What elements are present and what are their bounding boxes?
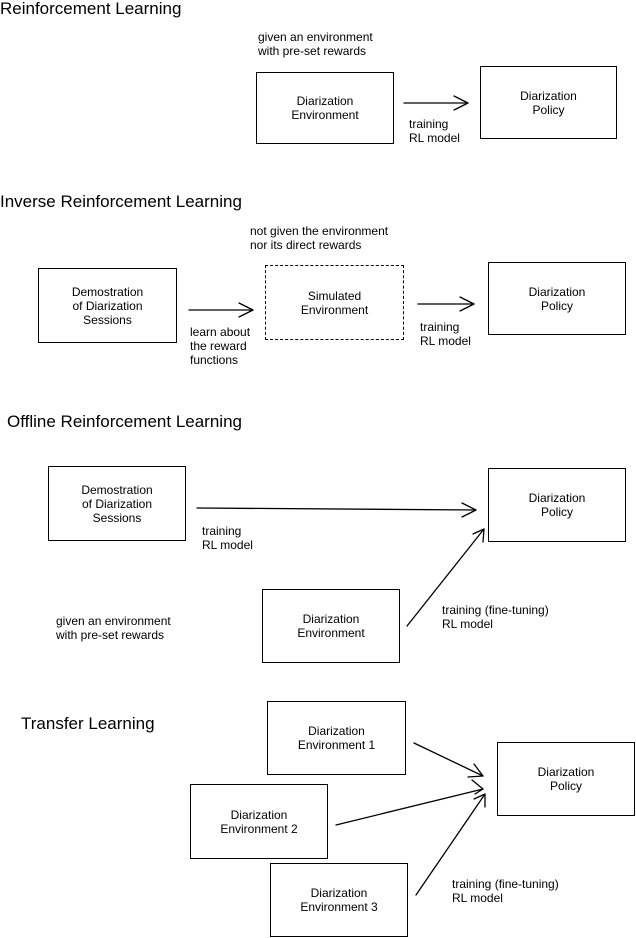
- transfer-finetune-label: training (fine-tuning) RL model: [452, 877, 559, 905]
- offline-demonstration-box: Demostration of Diarization Sessions: [48, 466, 186, 541]
- offline-arrow-environment: [406, 528, 485, 627]
- transfer-policy-box: Diarization Policy: [497, 742, 635, 816]
- offline-finetune-label: training (fine-tuning) RL model: [442, 603, 549, 631]
- transfer-environment-2-box: Diarization Environment 2: [190, 784, 328, 859]
- transfer-environment-1-box: Diarization Environment 1: [267, 701, 406, 775]
- rl-arrow: [403, 95, 469, 111]
- rl-title: Reinforcement Learning: [0, 0, 182, 18]
- transfer-arrow-env3: [415, 793, 486, 896]
- transfer-environment-3-box: Diarization Environment 3: [270, 863, 408, 937]
- offline-arrow-demonstration: [196, 502, 477, 518]
- irl-title: Inverse Reinforcement Learning: [0, 192, 242, 211]
- offline-training-label: training RL model: [202, 524, 253, 552]
- transfer-arrow-env2: [335, 779, 484, 826]
- offline-policy-box: Diarization Policy: [488, 468, 626, 542]
- irl-training-label: training RL model: [420, 320, 471, 348]
- transfer-title: Transfer Learning: [21, 714, 155, 733]
- irl-policy-box: Diarization Policy: [488, 262, 626, 335]
- rl-environment-note: given an environment with pre-set reward…: [258, 30, 373, 58]
- irl-simulated-environment-box: Simulated Environment: [265, 265, 404, 340]
- irl-arrow-learn: [188, 302, 254, 318]
- irl-demonstration-box: Demostration of Diarization Sessions: [38, 268, 177, 343]
- offline-environment-note: given an environment with pre-set reward…: [56, 614, 171, 642]
- transfer-arrow-env1: [413, 742, 484, 778]
- irl-learn-reward-label: learn about the reward functions: [190, 325, 251, 367]
- rl-policy-box: Diarization Policy: [480, 66, 617, 139]
- irl-arrow-train: [417, 296, 475, 312]
- rl-environment-box: Diarization Environment: [256, 72, 394, 144]
- irl-environment-note: not given the environment nor its direct…: [250, 224, 389, 252]
- offline-environment-box: Diarization Environment: [262, 589, 400, 663]
- offline-title: Offline Reinforcement Learning: [7, 412, 242, 431]
- rl-arrow-label: training RL model: [409, 117, 460, 145]
